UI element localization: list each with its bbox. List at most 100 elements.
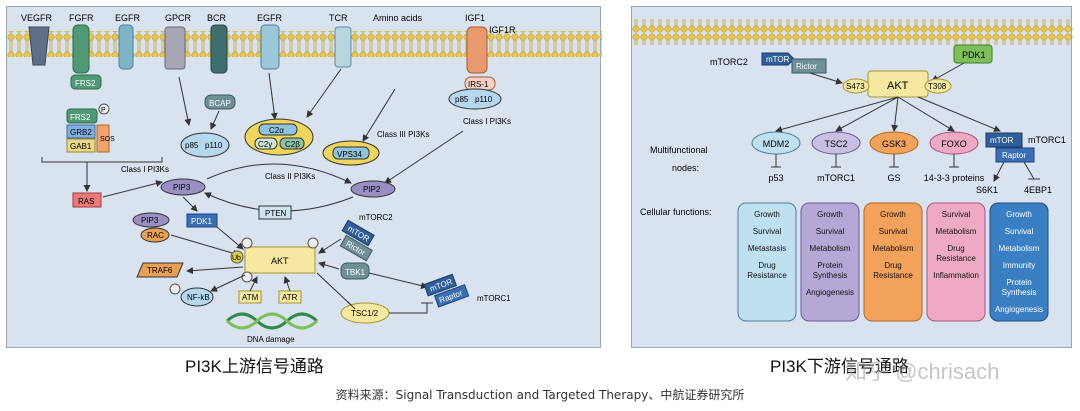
c2b-label: C2β [285,140,300,149]
function-item: Survival [753,227,782,236]
function-item: Angiogenesis [995,305,1043,314]
atr-label: ATR [282,293,298,302]
akt-arrow [835,96,899,132]
pip2-label: PIP2 [363,185,381,194]
downstream-panel: mTORC2 mTOR Rictor PDK1 AKT S473 T308 Mu… [631,6,1073,348]
function-item: Protein [817,261,842,270]
tsc12-label: TSC1/2 [351,309,379,318]
class1-label: Class I PI3Ks [463,117,511,126]
tbk1-label: TBK1 [345,268,366,277]
function-item: Synthesis [1002,288,1037,297]
receptor-label: GPCR [165,13,192,23]
s473-label: S473 [846,82,865,91]
downstream-caption: PI3K下游信号通路 [770,357,909,376]
ras-node [72,192,102,208]
ras-label: RAS [78,197,94,206]
target-output: GS [887,173,900,183]
target-output: mTORC1 [817,173,855,183]
pip3-node [160,178,206,196]
nfkb-node [180,287,214,307]
target-output: 14-3-3 proteins [924,173,985,183]
function-item: Survival [942,210,971,219]
ub-icon [230,250,244,264]
downstream-diagram: mTORC2 mTOR Rictor PDK1 AKT S473 T308 Mu… [632,19,1073,322]
function-box [800,202,860,322]
p85-label: p85 [455,95,469,104]
class3-label: Class III PI3Ks [377,130,429,139]
receptor-label: IGF1R [489,25,516,35]
receptor-label: BCR [207,13,227,23]
akt-label: AKT [887,80,909,92]
akt-arrow [897,96,955,132]
function-item: Growth [880,210,906,219]
function-item: Drug [884,261,901,270]
class1-label: Class I PI3Ks [121,165,169,174]
phospho-label: P [101,107,106,114]
function-item: Metabolism [810,244,851,253]
class2-label: Class II PI3Ks [265,172,315,181]
pdk1-label: PDK1 [191,217,212,226]
mtor-node [761,52,795,66]
function-item: Survival [816,227,845,236]
gab1-node [66,138,96,153]
receptor-label: VEGFR [21,13,53,23]
target-label: GSK3 [882,139,906,149]
function-item: Metastasis [748,244,786,253]
function-item: Drug [947,244,964,253]
s6k1-label: S6K1 [976,185,998,195]
function-item: Metabolism [873,244,914,253]
frs2-label: FRS2 [70,113,91,122]
pip3-label: PIP3 [173,183,191,192]
function-item: Angiogenesis [806,288,854,297]
ub-label: Ub [232,255,241,262]
pten-label: PTEN [265,209,287,218]
rictor-node [791,58,827,74]
mtor-node [423,273,458,297]
rictor-node [339,234,374,262]
pdk1-label: PDK1 [962,50,986,60]
function-box [863,202,923,322]
mtor-label: mTOR [766,55,790,64]
traf6-label: TRAF6 [147,266,173,275]
atm-label: ATM [242,293,259,302]
function-box [926,202,986,322]
mtorc1-label: mTORC1 [1028,135,1066,145]
pdk1-node [186,213,218,228]
source-note: 资料来源：Signal Transduction and Targeted Th… [335,388,745,402]
c2a-label: C2α [269,126,284,135]
rictor-label: Rictor [796,62,817,71]
nfkb-label: NF-kB [187,293,210,302]
function-item: Resistance [936,254,976,263]
upstream-panel: VEGFR FGFR EGFR GPCR BCR EGFR TCR Amino … [6,6,602,348]
target-label: MDM2 [763,139,790,149]
mtor-node [985,132,1023,148]
traf6-node [136,262,184,278]
p85-p110-complex [180,132,230,158]
function-item: Drug [758,261,775,270]
receptor-label: Amino acids [373,13,423,23]
mtorc2-label: mTORC2 [710,57,748,67]
receptor-label: EGFR [115,13,141,23]
nodes-label: nodes: [672,163,699,173]
mtorc1-label: mTORC1 [477,294,511,303]
pip3-label: PIP3 [141,216,159,225]
grb2-label: GRB2 [70,128,92,137]
frs2-node [66,108,98,124]
upstream-diagram: VEGFR FGFR EGFR GPCR BCR EGFR TCR Amino … [7,13,602,344]
receptor-label: FGFR [69,13,94,23]
sos-label: SOS [100,136,115,143]
mtor-node [341,219,375,247]
frs2-node [70,74,102,90]
cellular-functions-label: Cellular functions: [640,207,712,217]
raptor-node [433,284,470,308]
target-label: TSC2 [824,139,847,149]
function-box [989,202,1049,322]
p110-label: p110 [205,141,223,150]
pip2-node [350,180,396,198]
function-item: Inflammation [933,271,979,280]
akt-node [244,246,316,274]
p85-p110-complex-igf [448,88,502,110]
irs1-label: IRS-1 [468,80,489,89]
receptor-label: EGFR [257,13,283,23]
